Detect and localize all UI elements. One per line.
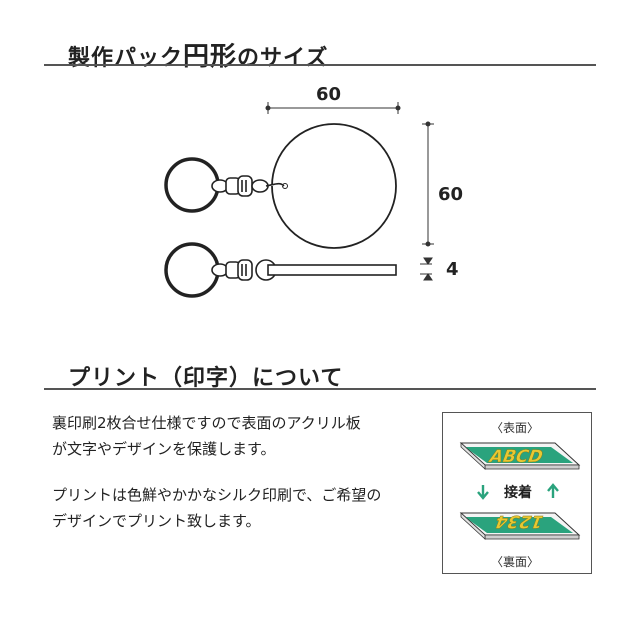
- arrow-down-icon: [477, 485, 489, 500]
- chain-side: [211, 259, 277, 281]
- back-plate: 1234: [459, 511, 581, 540]
- front-plate-text: ABCD: [486, 447, 546, 466]
- description-line-2: が文字やデザインを保護します。: [52, 440, 276, 458]
- round-plate: [271, 123, 397, 249]
- description-line-3: プリントは色鮮やかかなシルク印刷で、ご希望の: [52, 486, 382, 504]
- key-ring-side: [164, 242, 220, 298]
- description-paragraph-1: 裏印刷2枚合せ仕様ですので表面のアクリル板 が文字やデザインを保護します。: [52, 410, 432, 462]
- thickness-dimension-line: [420, 257, 433, 281]
- size-title-prefix: 製作パック: [68, 46, 184, 71]
- thickness-dimension-label: 4: [446, 259, 459, 280]
- key-ring-top: [164, 157, 220, 213]
- description-line-1: 裏印刷2枚合せ仕様ですので表面のアクリル板: [52, 414, 361, 432]
- print-section-rule: [44, 388, 596, 390]
- bond-label: 接着: [504, 484, 532, 501]
- back-plate-text: 1234: [493, 511, 547, 530]
- height-dimension-label: 60: [438, 184, 464, 205]
- size-section-title: 製作パック円形のサイズ: [68, 36, 328, 73]
- width-dimension-label: 60: [316, 84, 342, 105]
- print-section-title: プリント（印字）について: [68, 366, 344, 391]
- arrow-up-icon: [547, 483, 559, 498]
- back-label: 〈裏面〉: [491, 555, 540, 569]
- chain-top: [211, 175, 285, 197]
- size-section-rule: [44, 64, 596, 66]
- print-layer-diagram: 〈表面〉 〈裏面〉 ABCD 接着 1234: [442, 412, 592, 574]
- size-title-suffix: のサイズ: [237, 46, 329, 71]
- size-title-emphasis: 円形: [183, 42, 238, 72]
- height-dimension-line: [422, 121, 434, 247]
- width-dimension-line: [265, 102, 401, 114]
- bond-indicator: 接着: [477, 483, 559, 501]
- front-plate: ABCD: [459, 442, 581, 470]
- plate-side-view: [267, 264, 397, 276]
- front-label: 〈表面〉: [491, 421, 540, 435]
- description-line-4: デザインでプリント致します。: [52, 512, 261, 530]
- description-paragraph-2: プリントは色鮮やかかなシルク印刷で、ご希望の デザインでプリント致します。: [52, 482, 432, 534]
